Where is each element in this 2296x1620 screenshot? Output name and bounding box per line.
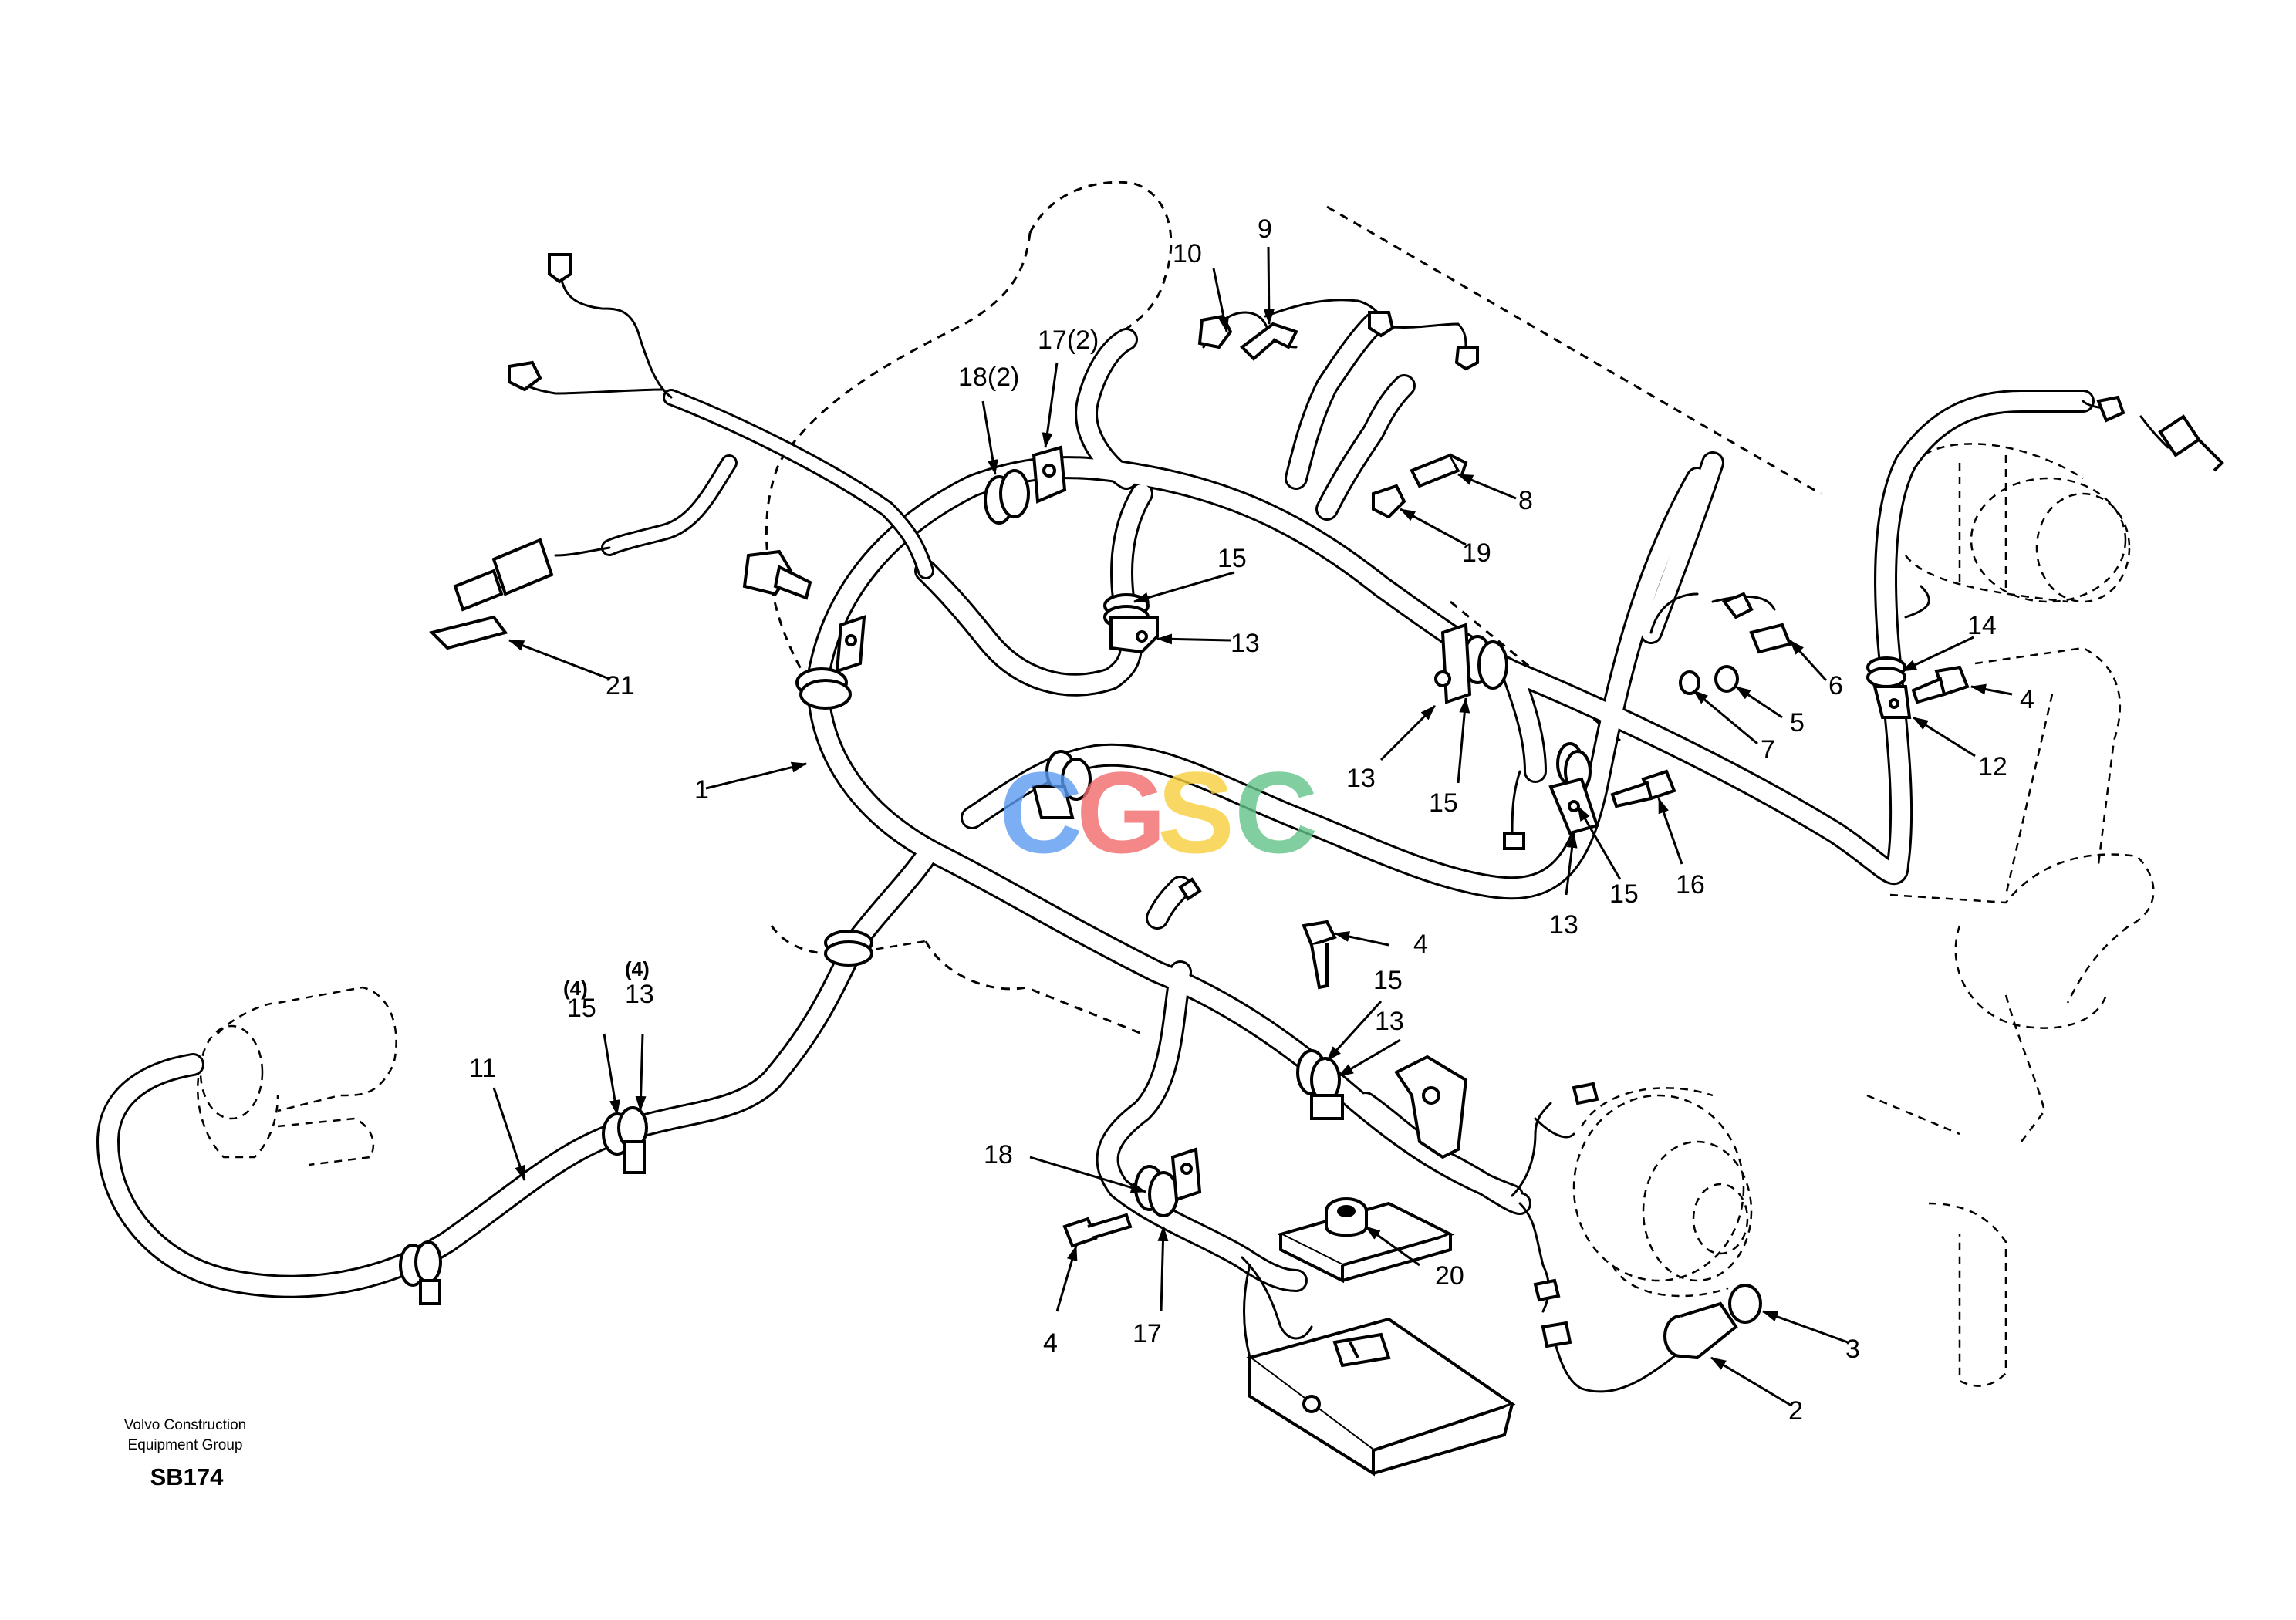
callout-1: 1 bbox=[694, 775, 709, 805]
callout-15-lower: 15 bbox=[1373, 966, 1403, 995]
callout-13-lower: 13 bbox=[1375, 1007, 1404, 1036]
footer-diagram-code: SB174 bbox=[150, 1463, 225, 1490]
cgsc-watermark: C G S C bbox=[999, 748, 1318, 877]
callout-3: 3 bbox=[1845, 1335, 1860, 1364]
fan-outline bbox=[1866, 853, 2155, 1387]
callout-15-mid: 15 bbox=[1429, 788, 1458, 818]
callout-13-right: 13 bbox=[1549, 910, 1578, 940]
callout-17-bottom: 17 bbox=[1133, 1319, 1162, 1348]
clamps bbox=[399, 445, 1912, 1305]
callout-17-top: 17(2) bbox=[1038, 326, 1099, 355]
callout-6: 6 bbox=[1828, 671, 1843, 700]
footer-company-line2: Equipment Group bbox=[128, 1437, 243, 1453]
callout-labels: 1 2 3 4 4 4 5 6 7 8 9 10 11 12 13 13 13 … bbox=[469, 214, 2034, 1426]
callout-15-upper: 15 bbox=[1217, 544, 1247, 573]
callout-7: 7 bbox=[1761, 735, 1775, 764]
callout-8: 8 bbox=[1518, 486, 1533, 515]
l-bracket bbox=[1394, 1055, 1468, 1159]
qty-15-left: (4) bbox=[563, 977, 588, 1000]
motor-outline-left bbox=[197, 940, 927, 1166]
footer-company-line1: Volvo Construction bbox=[124, 1417, 246, 1433]
watermark-letter-3: S bbox=[1157, 748, 1234, 877]
callout-12: 12 bbox=[1978, 752, 2007, 781]
main-harness bbox=[96, 312, 2095, 1287]
watermark-letter-2: G bbox=[1076, 748, 1167, 877]
callout-4-bottom: 4 bbox=[1043, 1328, 1058, 1358]
callout-4-middle: 4 bbox=[1413, 930, 1428, 959]
spacer-plate bbox=[1276, 1197, 1455, 1284]
qty-13-left: (4) bbox=[625, 957, 650, 980]
callout-13-upper: 13 bbox=[1231, 629, 1260, 658]
callout-18-top: 18(2) bbox=[958, 363, 1019, 392]
callout-10: 10 bbox=[1173, 239, 1202, 268]
callout-20: 20 bbox=[1435, 1261, 1464, 1291]
watermark-letter-4: C bbox=[1234, 748, 1318, 877]
callout-18-bottom: 18 bbox=[984, 1140, 1013, 1169]
watermark-letter-1: C bbox=[999, 748, 1082, 877]
callout-14: 14 bbox=[1967, 611, 1997, 640]
leader-lines bbox=[492, 246, 2013, 1407]
callout-16: 16 bbox=[1676, 870, 1705, 899]
callout-5: 5 bbox=[1790, 708, 1805, 737]
callout-13-mid: 13 bbox=[1346, 764, 1376, 793]
callout-19: 19 bbox=[1462, 538, 1491, 568]
callout-9: 9 bbox=[1258, 214, 1272, 244]
callout-2: 2 bbox=[1788, 1396, 1803, 1426]
callout-11: 11 bbox=[469, 1054, 496, 1083]
bottom-bracket bbox=[1246, 1317, 1516, 1477]
callout-13-left: 13 bbox=[625, 980, 654, 1009]
callout-15-right: 15 bbox=[1609, 879, 1639, 909]
footer: Volvo Construction Equipment Group SB174 bbox=[124, 1417, 246, 1490]
callout-4-right: 4 bbox=[2020, 685, 2034, 714]
alternator-outline bbox=[1572, 1087, 1753, 1298]
callout-21: 21 bbox=[606, 671, 635, 700]
callout-15-left: 15 bbox=[567, 994, 596, 1023]
